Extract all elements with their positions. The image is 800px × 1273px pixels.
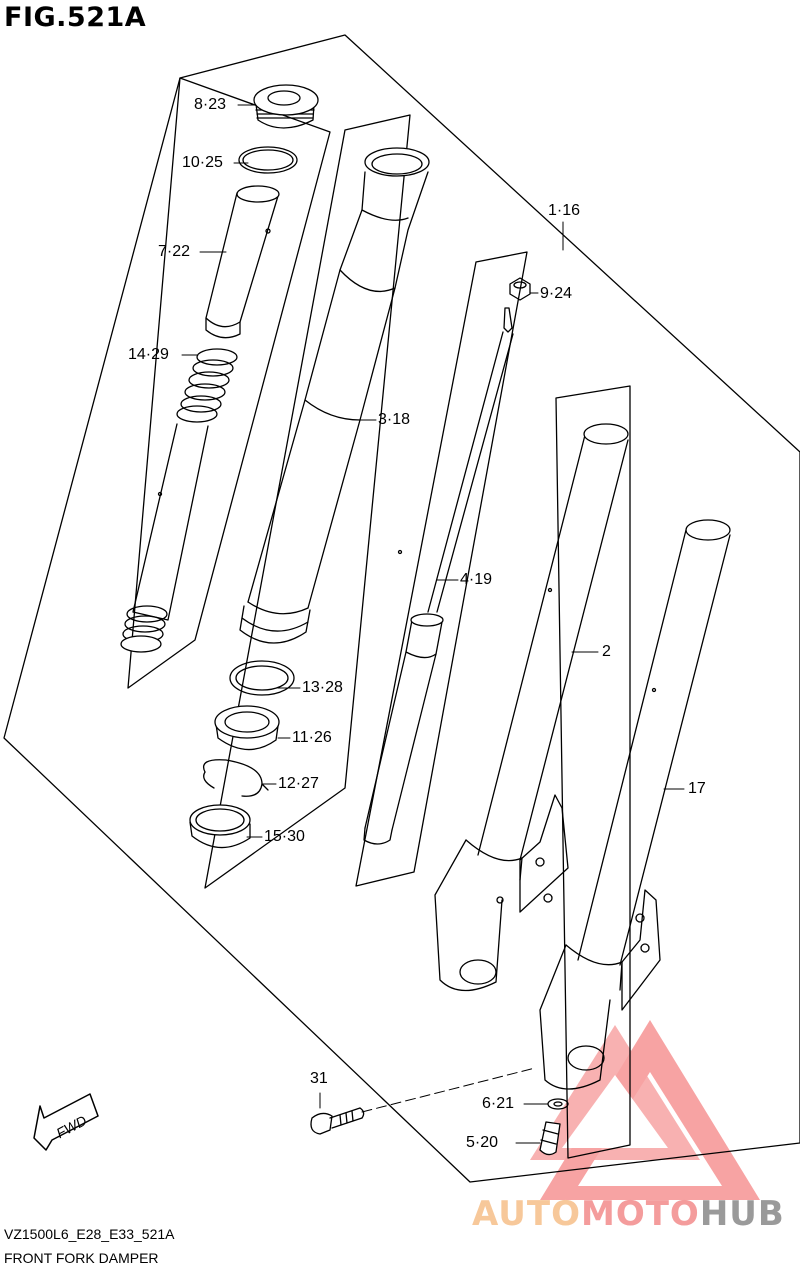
lock-nut bbox=[509, 277, 531, 301]
inner-tube-right bbox=[539, 519, 731, 1090]
callout-7-22: 7·22 bbox=[158, 243, 191, 260]
fork-cap-bolt bbox=[253, 84, 319, 129]
callout-9-24: 9·24 bbox=[540, 285, 573, 302]
pinch-bolt bbox=[310, 1107, 365, 1135]
inner-tube-left bbox=[434, 423, 629, 992]
callout-31: 31 bbox=[310, 1070, 328, 1087]
bracket-rod-group bbox=[355, 251, 528, 887]
callout-2: 2 bbox=[602, 643, 611, 660]
figure-name: FRONT FORK DAMPER bbox=[4, 1250, 159, 1266]
oil-seal bbox=[214, 705, 280, 751]
fork-spring bbox=[176, 348, 238, 423]
fwd-direction-arrow bbox=[33, 1093, 99, 1151]
callout-17: 17 bbox=[688, 780, 706, 797]
watermark-part-hub: HUB bbox=[699, 1194, 785, 1234]
watermark-part-moto: MOTO bbox=[580, 1194, 700, 1234]
callout-13-28: 13·28 bbox=[302, 679, 343, 696]
callout-5-20: 5·20 bbox=[466, 1134, 499, 1151]
callout-1-16: 1·16 bbox=[548, 202, 581, 219]
callout-15-30: 15·30 bbox=[264, 828, 305, 845]
bracket-damper-group bbox=[127, 77, 331, 689]
watermark-triangle bbox=[530, 1020, 760, 1200]
callout-6-21: 6·21 bbox=[482, 1095, 515, 1112]
figure-title: FIG.521A bbox=[4, 2, 147, 33]
outer-tube bbox=[239, 147, 430, 644]
stopper-ring bbox=[203, 759, 269, 797]
damper-body bbox=[120, 423, 209, 653]
watermark-part-auto: AUTO bbox=[472, 1194, 581, 1234]
callout-3-18: 3·18 bbox=[378, 411, 411, 428]
dust-seal bbox=[229, 660, 295, 696]
figure-code: VZ1500L6_E28_E33_521A bbox=[4, 1226, 175, 1242]
damper-bolt bbox=[539, 1121, 561, 1156]
o-ring bbox=[238, 146, 298, 174]
gasket-washer bbox=[547, 1098, 569, 1110]
callout-10-25: 10·25 bbox=[182, 154, 223, 171]
assembly-outline bbox=[3, 34, 800, 1183]
bracket-outer-tube-group bbox=[204, 114, 411, 889]
callout-14-29: 14·29 bbox=[128, 346, 169, 363]
callout-4-19: 4·19 bbox=[460, 571, 493, 588]
damper-rod bbox=[363, 307, 514, 845]
spacer-tube bbox=[205, 185, 280, 339]
callout-11-26: 11·26 bbox=[292, 729, 332, 746]
callout-8-23: 8·23 bbox=[194, 96, 227, 113]
watermark-logo: AUTOMOTOHUB bbox=[472, 1194, 785, 1234]
bracket-lower-groups bbox=[555, 385, 631, 1159]
slide-bushing bbox=[189, 804, 251, 849]
callout-12-27: 12·27 bbox=[278, 775, 319, 792]
